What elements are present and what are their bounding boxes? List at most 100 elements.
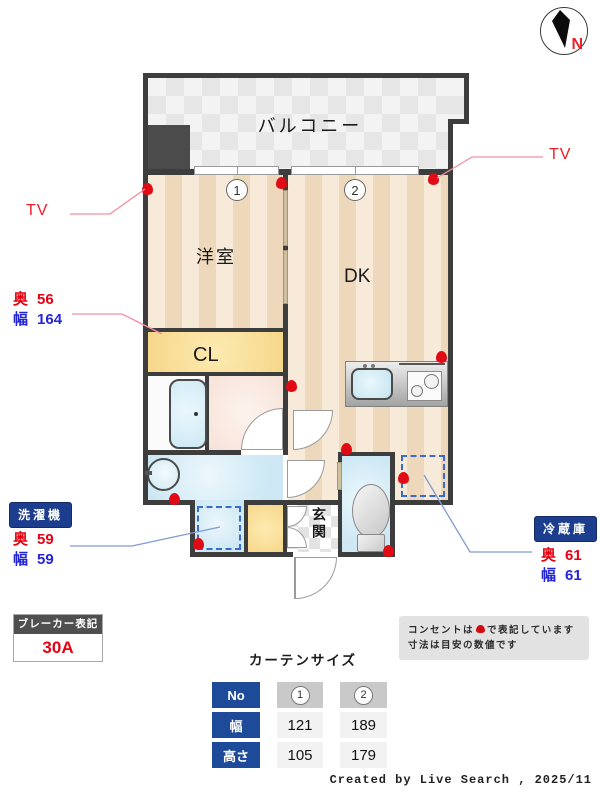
washbasin <box>147 458 180 491</box>
outlet-marker <box>193 538 204 550</box>
closet-width-label: 幅 <box>13 311 29 328</box>
wall-bottom-left <box>190 552 293 557</box>
outlet-marker <box>383 545 394 557</box>
curtain-width-1: 121 <box>277 712 323 738</box>
wall-dk-bottom-right <box>390 500 448 505</box>
note-line-1: コンセントはで表記しています <box>408 623 580 638</box>
wall-closet-top <box>143 328 288 332</box>
closet-width-value: 164 <box>37 311 63 328</box>
window-1 <box>194 166 279 175</box>
wall-entrance-left <box>283 500 287 553</box>
curtain-col2-number: 2 <box>354 685 373 705</box>
door-arc-entrance <box>295 557 337 599</box>
outlet-marker <box>286 380 297 392</box>
window-2-number: 2 <box>351 182 359 198</box>
balcony-floor <box>148 78 448 169</box>
curtain-col1-header: 1 <box>277 682 323 708</box>
window-1-marker: 1 <box>226 179 248 201</box>
breaker-value: 30A <box>42 638 74 657</box>
tv-left-leader <box>70 188 146 215</box>
credit-text: Created by Live Search , 2025/11 <box>329 773 592 787</box>
entrance-door-leaf <box>294 557 296 599</box>
fridge-width-label: 幅 <box>541 567 557 584</box>
outlet-marker <box>276 177 287 189</box>
sliding-door-upper <box>283 190 288 246</box>
washer-depth-label: 奥 <box>13 531 29 548</box>
curtain-height-1: 105 <box>277 742 323 768</box>
compass-north-label: N <box>571 36 583 53</box>
bathtub-drain <box>194 412 198 416</box>
range-hood-line <box>399 363 445 365</box>
wall-top <box>143 73 469 78</box>
wall-partition <box>283 169 288 455</box>
curtain-no-label: No <box>212 682 260 708</box>
wall-right-step <box>448 119 469 124</box>
fridge-depth-value: 61 <box>565 547 582 564</box>
kitchen-sink <box>351 368 393 400</box>
outlet-icon <box>476 625 486 634</box>
compass: N <box>540 7 588 55</box>
curtain-title: カーテンサイズ <box>248 653 358 668</box>
stove-burner-2 <box>411 385 423 397</box>
washer-depth-value: 59 <box>37 531 54 548</box>
outlet-marker <box>436 351 447 363</box>
breaker-box: ブレーカー表記 30A <box>13 614 103 662</box>
balcony-notch-floor <box>448 78 464 119</box>
balcony-dark-block <box>146 125 190 169</box>
curtain-col2-header: 2 <box>340 682 387 708</box>
sliding-door-lower <box>283 250 288 304</box>
toilet-bowl <box>352 484 390 538</box>
compass-needle-icon <box>552 10 570 48</box>
faucet-dot-2 <box>371 364 375 368</box>
bathtub <box>169 379 207 449</box>
fridge-depth-label: 奥 <box>541 547 557 564</box>
wall-toilet-left <box>338 452 342 557</box>
curtain-width-2: 189 <box>340 712 387 738</box>
outlet-marker <box>341 443 352 455</box>
stove-burner-1 <box>424 374 439 389</box>
washbasin-tap <box>145 471 152 475</box>
outlet-marker <box>428 173 439 185</box>
note-line1-after: で表記しています <box>487 625 575 636</box>
wall-shoebox-left <box>244 500 248 553</box>
notes-box: コンセントはで表記しています 寸法は目安の数値です <box>399 616 589 660</box>
tv-label-left: TV <box>26 202 49 219</box>
shoe-storage-floor <box>248 505 283 552</box>
wall-bath-divider <box>205 376 209 450</box>
western-room-label: 洋室 <box>196 247 236 267</box>
curtain-height-2: 179 <box>340 742 387 768</box>
curtain-height-label: 高さ <box>212 742 260 768</box>
wall-right-upper <box>464 73 469 124</box>
closet-depth-label: 奥 <box>13 291 29 308</box>
faucet-dot-1 <box>363 364 367 368</box>
balcony-label: バルコニー <box>257 116 363 136</box>
dk-floor <box>288 175 448 500</box>
wall-shoebox-top <box>244 500 287 505</box>
western-room-floor <box>148 175 283 328</box>
outlet-marker <box>142 183 153 195</box>
wall-closet-bottom <box>143 372 288 376</box>
breaker-title: ブレーカー表記 <box>14 615 102 634</box>
window-2 <box>291 166 419 175</box>
entrance-label: 玄関 <box>311 507 327 541</box>
outlet-marker <box>169 493 180 505</box>
closet-label: CL <box>193 344 219 366</box>
window-1-number: 1 <box>233 182 241 198</box>
closet-floor <box>148 332 283 372</box>
dk-label: DK <box>344 266 371 287</box>
fridge-badge: 冷蔵庫 <box>534 516 598 542</box>
wall-toilet-top <box>338 452 394 456</box>
outlet-marker <box>398 472 409 484</box>
toilet-door <box>337 462 342 490</box>
washer-badge: 洗濯機 <box>9 502 73 528</box>
curtain-col1-number: 1 <box>290 685 310 705</box>
tv-label-right: TV <box>549 146 572 163</box>
wall-left <box>143 73 148 505</box>
washer-width-label: 幅 <box>13 551 29 568</box>
note-line-2: 寸法は目安の数値です <box>408 640 519 651</box>
wall-washroom-top <box>143 450 241 455</box>
